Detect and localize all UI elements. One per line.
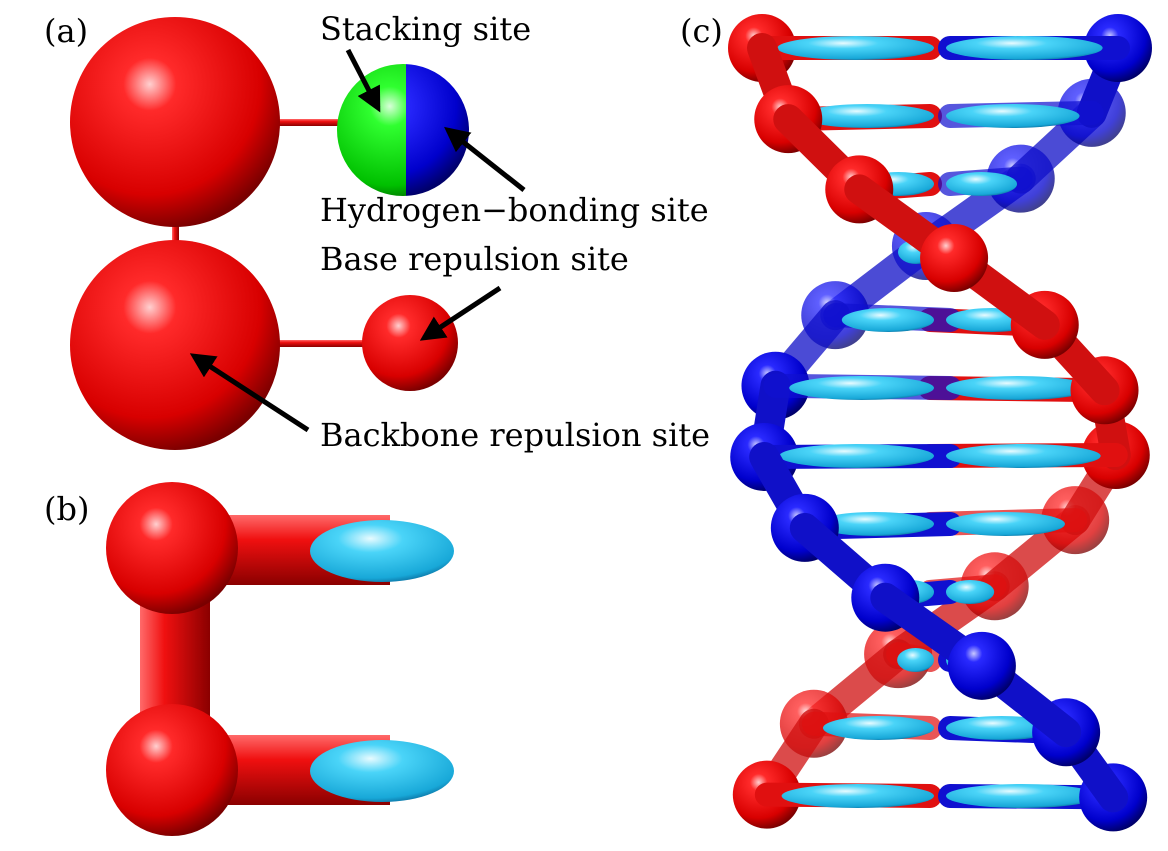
base-ellipsoid bbox=[779, 444, 934, 468]
nucleotide-base-ellipsoid-upper bbox=[310, 520, 454, 582]
base-ellipsoid bbox=[777, 36, 934, 60]
nucleotide-backbone-sphere-lower bbox=[106, 704, 238, 836]
backbone-base-connector bbox=[270, 119, 342, 126]
stacking-site-label: Stacking site bbox=[320, 10, 531, 48]
panel-c: (c) bbox=[680, 12, 1152, 832]
stacking-hbond-sphere bbox=[337, 64, 469, 196]
base-ellipsoid bbox=[789, 376, 934, 400]
base-ellipsoid bbox=[946, 444, 1101, 468]
base-ellipsoid bbox=[946, 376, 1091, 400]
base-ellipsoid bbox=[945, 36, 1103, 60]
base-repulsion-site-label: Base repulsion site bbox=[320, 240, 629, 278]
backbone-backbone-connector bbox=[172, 214, 179, 250]
panel-a-label: (a) bbox=[44, 12, 88, 50]
backbone-sphere-red bbox=[920, 223, 989, 292]
base-ellipsoid bbox=[841, 308, 934, 332]
base-ellipsoid bbox=[897, 648, 934, 672]
backbone-repulsion-site-sphere bbox=[70, 240, 280, 450]
base-ellipsoid bbox=[800, 104, 934, 128]
nucleotide-base-ellipsoid-lower bbox=[310, 740, 454, 802]
base-ellipsoid bbox=[946, 512, 1065, 536]
panel-b-label: (b) bbox=[44, 490, 89, 528]
base-repulsion-site-arrow bbox=[419, 285, 502, 341]
panel-a: (a) Stacking site Hydrogen−bonding site … bbox=[44, 10, 710, 454]
base-ellipsoid bbox=[781, 784, 934, 808]
base-ellipsoid bbox=[946, 104, 1080, 128]
base-ellipsoid bbox=[946, 784, 1099, 808]
base-ellipsoid bbox=[946, 172, 1018, 196]
backbone-repulsion-site-arrow bbox=[189, 353, 310, 433]
base-repulsion-site-sphere bbox=[362, 295, 458, 391]
base-ellipsoid bbox=[822, 716, 935, 740]
double-helix bbox=[728, 14, 1152, 832]
panel-c-label: (c) bbox=[680, 12, 723, 50]
stacking-site-hemisphere bbox=[337, 64, 406, 196]
backbone-repulsion-site-label: Backbone repulsion site bbox=[320, 416, 710, 454]
backbone-sphere-blue bbox=[947, 631, 1016, 700]
stacking-site-arrow bbox=[345, 48, 381, 113]
hydrogen-bonding-site-hemisphere bbox=[406, 64, 469, 196]
backbone-sphere-upper bbox=[70, 17, 280, 227]
hydrogen-bonding-site-arrow bbox=[444, 126, 526, 192]
nucleotide-backbone-sphere-upper bbox=[106, 482, 238, 614]
hydrogen-bonding-site-label: Hydrogen−bonding site bbox=[320, 191, 709, 229]
panel-b: (b) bbox=[44, 482, 454, 836]
base-ellipsoid bbox=[946, 580, 995, 604]
backbone-base-connector-lower bbox=[270, 340, 370, 347]
base-ellipsoid bbox=[815, 512, 934, 536]
